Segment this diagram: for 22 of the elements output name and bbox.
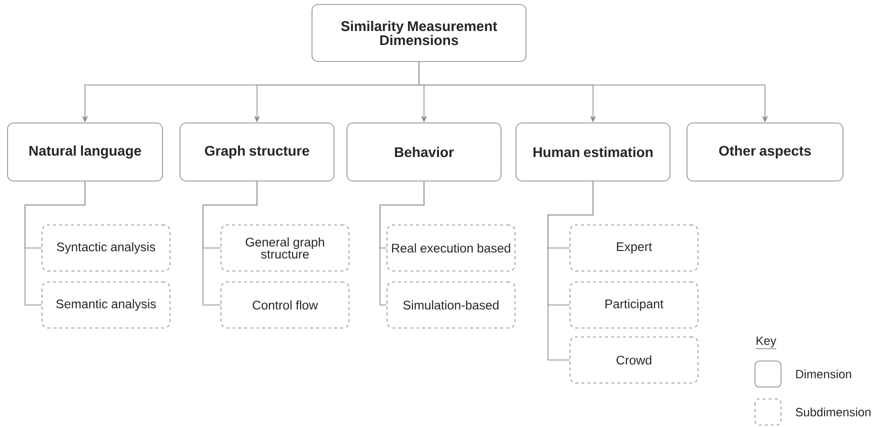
subdimension-box: Simulation-based bbox=[386, 282, 516, 328]
dimension-box: Similarity Measurement Dimensions bbox=[312, 4, 526, 62]
connector-line bbox=[380, 180, 424, 306]
dimension-box: Human estimation bbox=[516, 122, 670, 182]
dimension-box: Behavior bbox=[346, 122, 502, 182]
subdimension-box: General graph structure bbox=[220, 224, 350, 272]
subdimension-box: Expert bbox=[570, 224, 698, 272]
key-heading: Key bbox=[755, 336, 777, 349]
subdimension-box: Syntactic analysis bbox=[42, 224, 170, 272]
connector-line bbox=[548, 180, 594, 360]
dimension-box: Natural language bbox=[7, 122, 163, 182]
legend-label: Subdimension bbox=[796, 408, 870, 416]
dimension-box: Other aspects bbox=[686, 122, 844, 182]
subdimension-box: Real execution based bbox=[386, 224, 516, 272]
subdimension-box: Semantic analysis bbox=[42, 282, 170, 328]
subdimension-box: Crowd bbox=[570, 336, 698, 384]
connector-line bbox=[202, 180, 258, 306]
dimension-box: Graph structure bbox=[180, 122, 334, 182]
connector-line bbox=[24, 180, 86, 306]
subdimension-box: Participant bbox=[570, 282, 698, 328]
legend-label: Dimension bbox=[796, 370, 852, 378]
subdimension-box: Control flow bbox=[220, 282, 350, 328]
